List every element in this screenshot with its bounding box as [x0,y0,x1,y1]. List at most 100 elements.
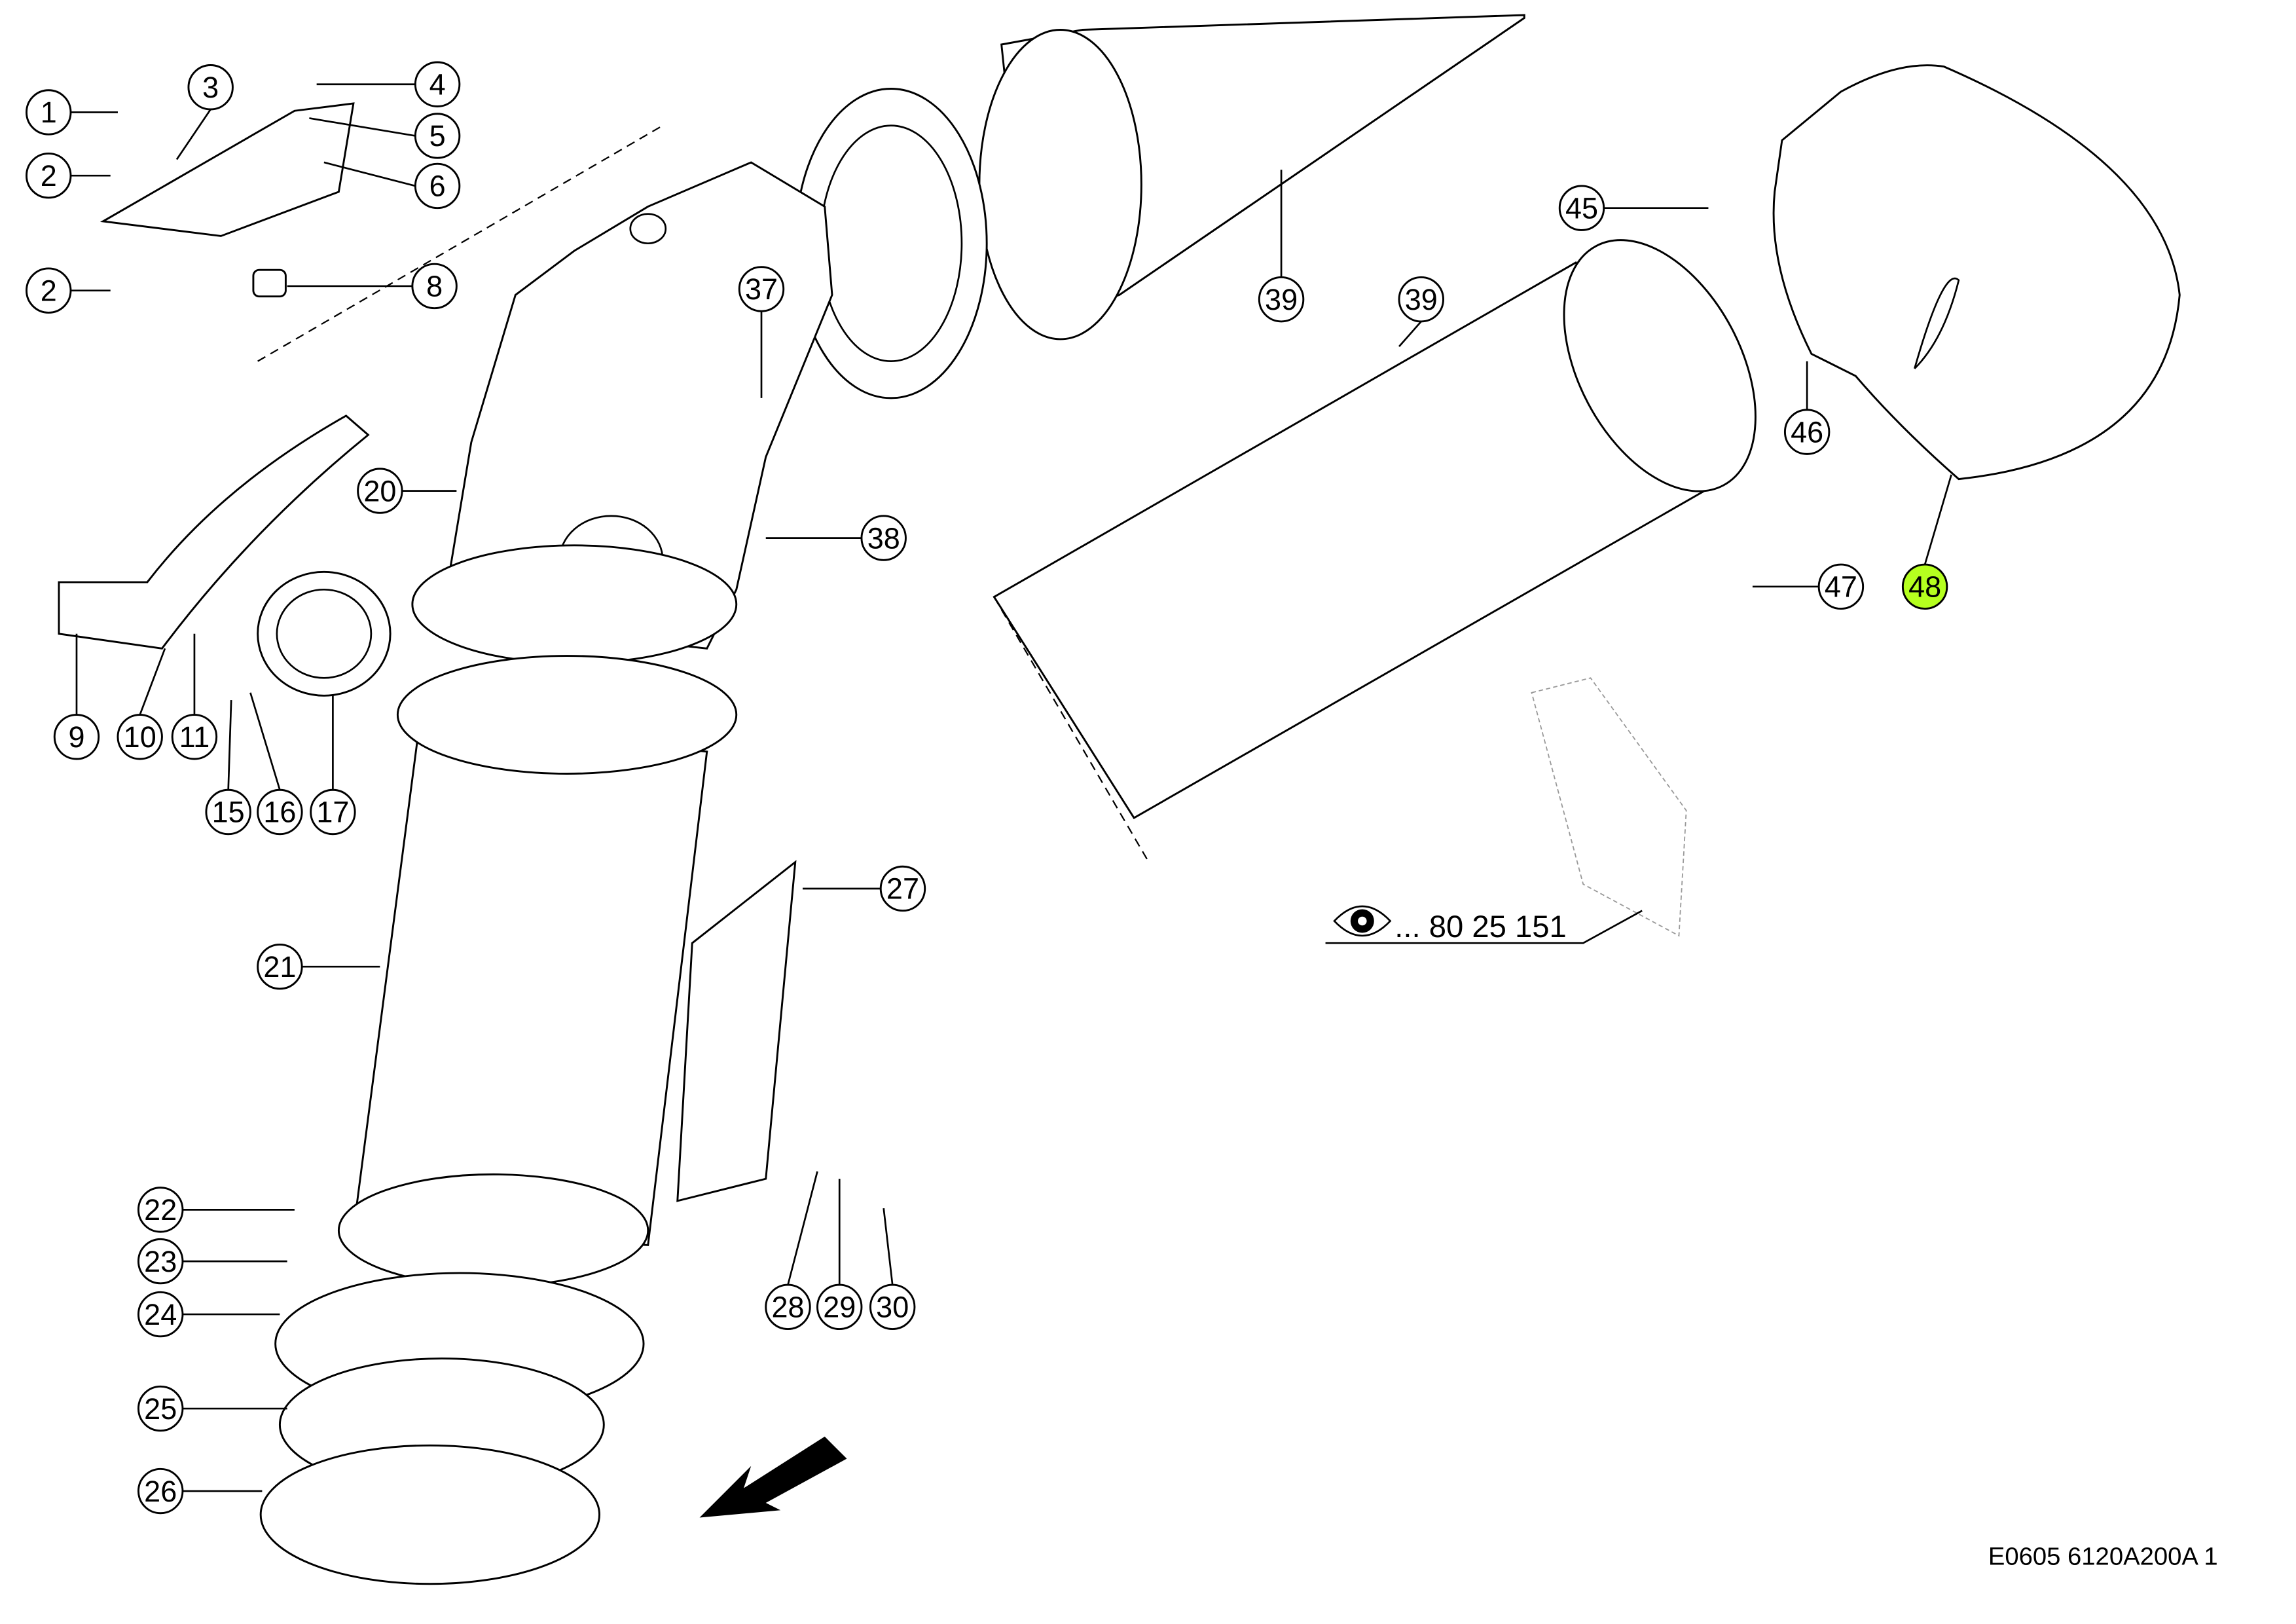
assembly-guide-line [257,124,663,362]
callout-circle [26,89,72,136]
callout-label: 45 [1565,191,1598,225]
callout-27[interactable]: 27 [802,865,926,912]
callout-label: 15 [212,796,245,829]
callout-circle [137,1238,184,1285]
callout-label: 30 [876,1291,909,1324]
callout-label: 10 [124,720,156,754]
callout-circle [137,1467,184,1515]
callout-label: 29 [823,1291,856,1324]
leader-line [227,699,232,790]
callout-29[interactable]: 29 [816,1179,863,1331]
callout-circle [414,162,461,210]
callout-38[interactable]: 38 [765,515,907,561]
callout-39[interactable]: 39 [1398,276,1444,348]
callout-1[interactable]: 1 [26,89,118,136]
callout-46[interactable]: 46 [1783,361,1831,455]
callout-48[interactable]: 48 [1901,474,1952,610]
callout-9[interactable]: 9 [53,633,100,760]
callout-label: 48 [1908,570,1941,604]
callout-label: 38 [867,521,900,555]
callout-circle [357,468,403,514]
callout-22[interactable]: 22 [137,1187,295,1233]
callout-24[interactable]: 24 [137,1291,280,1338]
callout-circle [414,61,461,107]
leader-line [139,648,166,716]
callout-label: 26 [144,1475,177,1508]
callout-10[interactable]: 10 [117,648,166,760]
leader-line [883,1208,894,1285]
callout-circle [869,1283,916,1331]
support-bracket [58,415,370,650]
callout-circle [137,1385,184,1432]
mounting-plate [100,102,355,237]
callout-circle [1901,563,1948,610]
callout-label: 39 [1405,283,1438,316]
cross-reference[interactable]: ... 80 25 151 [1325,905,1643,944]
callout-label: 20 [363,474,396,507]
callout-47[interactable]: 47 [1752,563,1865,610]
callout-circle [1398,276,1444,323]
callout-16[interactable]: 16 [249,692,303,836]
callout-45[interactable]: 45 [1558,185,1709,231]
callout-21[interactable]: 21 [257,943,380,990]
callout-37[interactable]: 37 [738,266,785,398]
callout-2[interactable]: 2 [26,267,111,314]
callout-5[interactable]: 5 [309,113,461,159]
callout-3[interactable]: 3 [175,64,234,160]
callout-label: 46 [1791,415,1823,449]
leader-line [309,117,416,137]
callout-label: 28 [771,1291,804,1324]
callout-label: 8 [426,270,443,303]
callout-11[interactable]: 11 [171,633,218,760]
callout-26[interactable]: 26 [137,1467,263,1515]
callout-circle [257,943,303,990]
callout-circle [738,266,785,312]
callout-2[interactable]: 2 [26,153,111,199]
callout-label: 9 [68,720,84,754]
leader-line [1923,474,1952,565]
callout-23[interactable]: 23 [137,1238,287,1285]
callout-39[interactable]: 39 [1258,170,1305,323]
callout-circle [879,865,926,912]
callout-25[interactable]: 25 [137,1385,287,1432]
callout-4[interactable]: 4 [316,61,461,107]
gasket-ring-26 [259,1444,601,1585]
callout-20[interactable]: 20 [357,468,457,514]
callout-label: 27 [886,872,919,906]
callout-circle [1817,563,1865,610]
callout-label: 1 [41,96,57,129]
callout-circle [257,788,303,836]
callout-circle [765,1283,811,1331]
direction-arrow-icon [699,1436,847,1518]
callout-circle [310,788,356,836]
callout-circle [411,263,458,310]
callout-label: 21 [263,950,296,984]
callout-15[interactable]: 15 [205,699,251,836]
callout-circle [26,267,72,314]
leader-line [323,161,416,187]
callout-circle [26,153,72,199]
callout-28[interactable]: 28 [765,1171,818,1331]
callout-30[interactable]: 30 [869,1208,916,1331]
cover-plate [676,860,797,1202]
callout-label: 5 [429,119,446,153]
callout-circle [171,714,218,760]
callout-17[interactable]: 17 [310,695,356,836]
gasket-17-inner [276,588,373,679]
callout-8[interactable]: 8 [287,263,458,310]
callout-label: 6 [429,170,446,203]
elbow-housing [411,161,833,665]
callout-label: 39 [1265,283,1298,316]
spout-hood [1772,64,2181,481]
callout-circle [117,714,163,760]
callout-label: 11 [179,720,210,754]
callout-6[interactable]: 6 [323,161,461,210]
callout-label: 17 [316,796,349,829]
eye-icon [1333,905,1392,937]
leader-line [787,1171,818,1285]
callout-label: 2 [41,159,57,193]
callout-circle [53,714,100,760]
